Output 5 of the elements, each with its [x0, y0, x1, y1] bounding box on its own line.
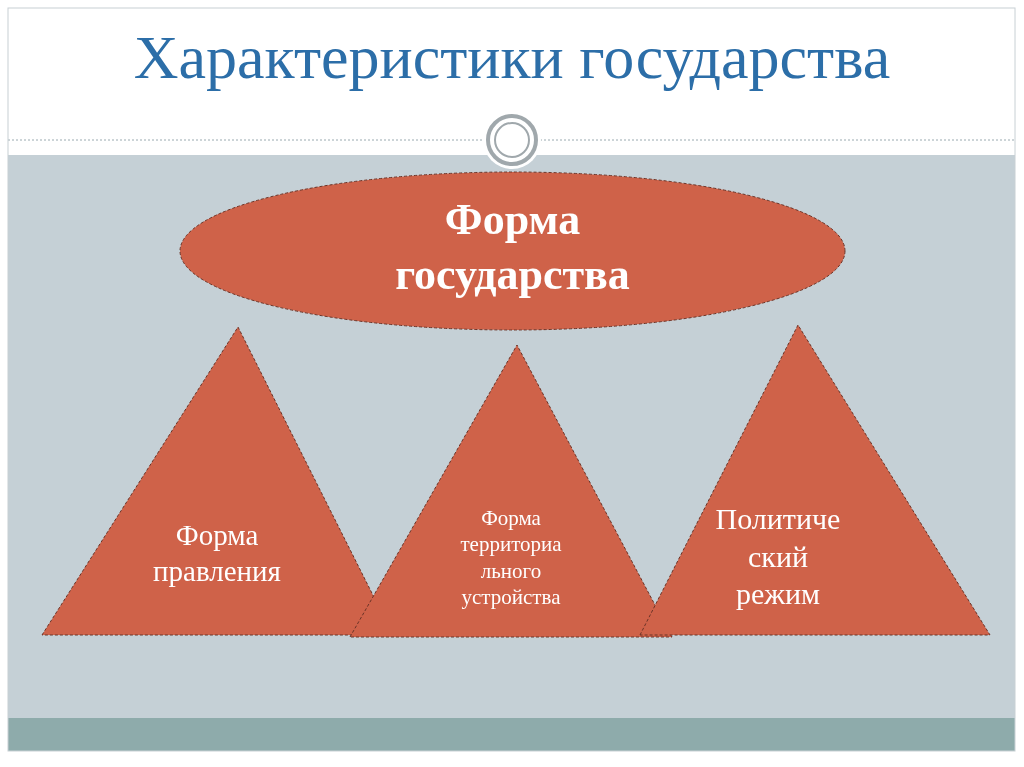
node-label: Политиче ский режим — [714, 501, 842, 612]
node-label: Форма правления — [152, 518, 282, 590]
node-title: Форма государства — [394, 194, 631, 301]
node-label: Форма территориа льного устройства — [459, 505, 563, 610]
title: Характеристики государства — [132, 22, 892, 93]
